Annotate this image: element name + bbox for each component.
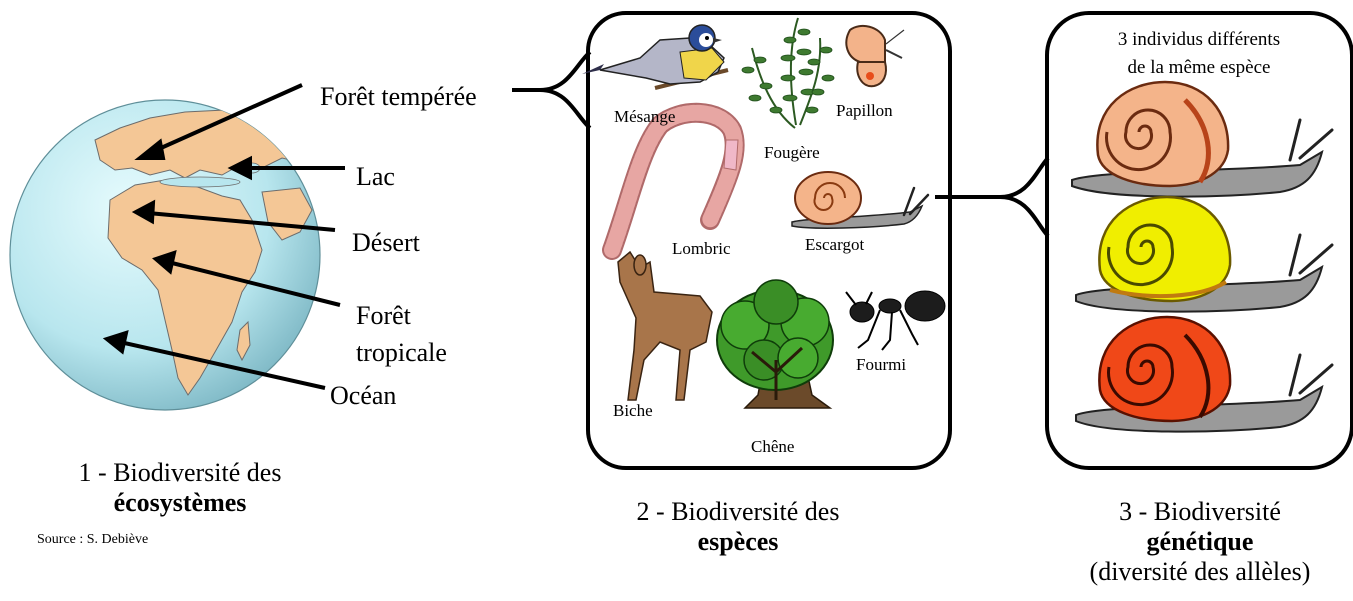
oak-tree-icon bbox=[717, 280, 833, 408]
caption-genetic-line3: (diversité des allèles) bbox=[1050, 557, 1350, 587]
label-escargot: Escargot bbox=[805, 236, 864, 253]
ant-icon bbox=[846, 291, 945, 350]
label-ocean: Océan bbox=[330, 383, 396, 409]
label-foret-tropicale-2: tropicale bbox=[356, 340, 447, 366]
source-credit: Source : S. Debiève bbox=[37, 533, 148, 547]
butterfly-icon bbox=[846, 26, 904, 86]
label-fougere: Fougère bbox=[764, 144, 820, 161]
label-foret-tropicale-1: Forêt bbox=[356, 303, 411, 329]
brace-species-lower bbox=[540, 90, 590, 128]
caption-genetic-line1: 3 - Biodiversité bbox=[1050, 497, 1350, 527]
caption-ecosystems-line2: écosystèmes bbox=[30, 488, 330, 518]
label-lac: Lac bbox=[356, 164, 395, 190]
label-lombric: Lombric bbox=[672, 240, 731, 257]
label-chene: Chêne bbox=[751, 438, 794, 455]
mediterranean-sea bbox=[160, 177, 240, 187]
genetic-header-line1: 3 individus différents bbox=[1064, 30, 1334, 49]
label-mesange: Mésange bbox=[614, 108, 675, 125]
label-fourmi: Fourmi bbox=[856, 356, 906, 373]
genetic-header-line2: de la même espèce bbox=[1064, 58, 1334, 77]
label-foret-temperee: Forêt tempérée bbox=[320, 84, 477, 110]
deer-icon bbox=[618, 252, 712, 400]
caption-species-line1: 2 - Biodiversité des bbox=[588, 497, 888, 527]
brace-species bbox=[512, 52, 590, 90]
caption-ecosystems: 1 - Biodiversité des écosystèmes bbox=[30, 458, 330, 518]
caption-species: 2 - Biodiversité des espèces bbox=[588, 497, 888, 557]
label-papillon: Papillon bbox=[836, 102, 893, 119]
caption-genetic: 3 - Biodiversité génétique (diversité de… bbox=[1050, 497, 1350, 587]
caption-species-line2: espèces bbox=[588, 527, 888, 557]
snail-2-icon bbox=[1076, 197, 1332, 312]
caption-genetic-line2: génétique bbox=[1050, 527, 1350, 557]
brace-genetic-lower bbox=[1000, 197, 1048, 236]
bird-icon bbox=[582, 25, 728, 88]
snail-icon bbox=[792, 172, 928, 228]
fern-icon bbox=[742, 18, 834, 128]
earthworm-icon bbox=[612, 113, 738, 250]
snail-3-icon bbox=[1076, 317, 1332, 432]
label-desert: Désert bbox=[352, 230, 420, 256]
caption-ecosystems-line1: 1 - Biodiversité des bbox=[30, 458, 330, 488]
label-biche: Biche bbox=[613, 402, 653, 419]
snail-1-icon bbox=[1072, 82, 1332, 197]
